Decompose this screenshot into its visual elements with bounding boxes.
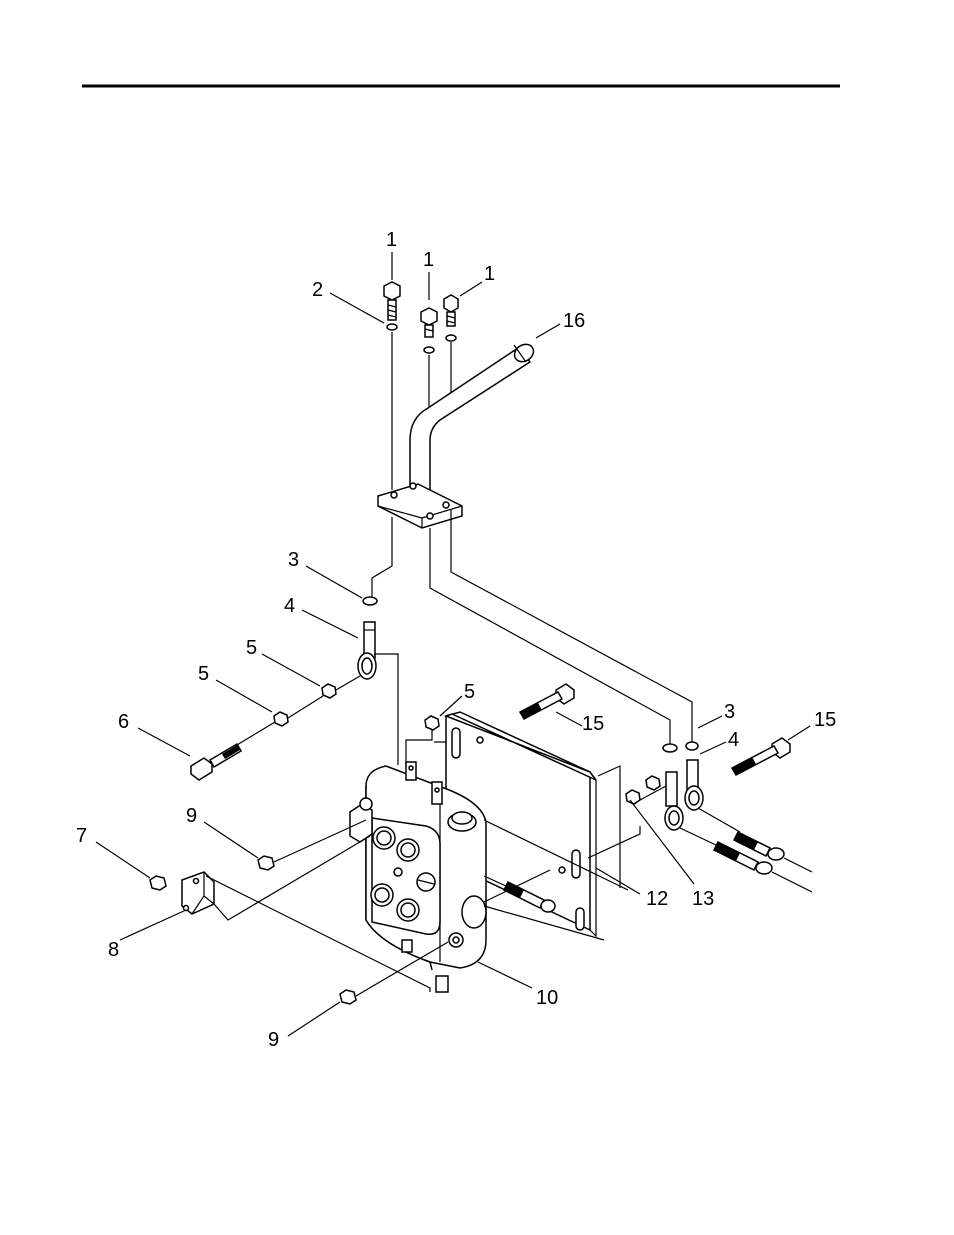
nut-9-lower [340, 990, 356, 1004]
callout-1: 1 [484, 263, 495, 285]
callout-15: 15 [582, 713, 604, 735]
callout-13: 13 [692, 888, 714, 910]
callout-9: 9 [268, 1029, 279, 1051]
callout-7: 7 [76, 825, 87, 847]
bolt-1-right [444, 295, 458, 341]
callout-15: 15 [814, 709, 836, 731]
link-4-left [358, 622, 376, 679]
callout-5: 5 [464, 681, 475, 703]
control-handle-16 [378, 341, 537, 528]
bracket-8 [182, 872, 214, 914]
callout-12: 12 [646, 888, 668, 910]
callout-8: 8 [108, 939, 119, 961]
washer-3-left [363, 597, 377, 605]
callout-3: 3 [288, 549, 299, 571]
nut-5-right [425, 716, 439, 730]
callout-5: 5 [246, 637, 257, 659]
callout-9: 9 [186, 805, 197, 827]
callout-4: 4 [284, 595, 295, 617]
bolt-15-right [732, 738, 790, 775]
callout-2: 2 [312, 279, 323, 301]
link-4-right [665, 760, 703, 830]
nut-9-upper [258, 856, 274, 870]
callout-4: 4 [728, 729, 739, 751]
nut-5-upper [322, 684, 336, 698]
washer-3-right [663, 744, 677, 752]
callout-16: 16 [563, 310, 585, 332]
bolt-1-left [384, 282, 400, 330]
nut-5-lower [274, 712, 288, 726]
nut-7 [150, 876, 166, 890]
callout-1: 1 [423, 249, 434, 271]
callout-1: 1 [386, 229, 397, 251]
callout-10: 10 [536, 987, 558, 1009]
bolt-6 [191, 744, 241, 780]
bolt-15-top [520, 684, 574, 719]
callout-6: 6 [118, 711, 129, 733]
callout-3: 3 [724, 701, 735, 723]
bolt-1-middle [421, 308, 437, 353]
callout-5: 5 [198, 663, 209, 685]
